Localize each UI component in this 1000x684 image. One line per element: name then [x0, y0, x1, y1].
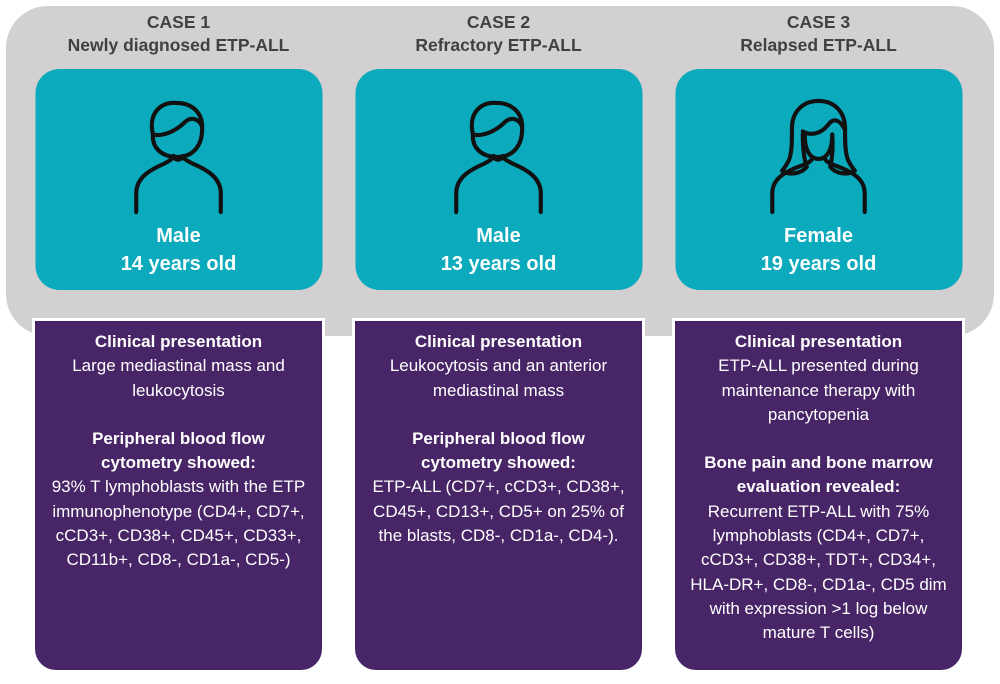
- clinical-presentation-section: Clinical presentation ETP-ALL presented …: [683, 330, 954, 427]
- patient-label: Male 14 years old: [121, 222, 237, 278]
- case-title: CASE 3: [786, 12, 851, 32]
- case-subtitle: Relapsed ETP-ALL: [740, 35, 897, 56]
- male-avatar-icon: [454, 100, 543, 215]
- clinical-detail-card: Clinical presentation Leukocytosis and a…: [352, 318, 645, 673]
- case-2-column: CASE 2 Refractory ETP-ALL Male 13 years …: [352, 0, 645, 684]
- patient-sex: Male: [476, 225, 521, 247]
- female-avatar-icon: [770, 98, 867, 215]
- patient-sex: Male: [156, 225, 201, 247]
- section-heading: Bone pain and bone marrow evaluation rev…: [704, 453, 933, 497]
- case-title: CASE 1: [146, 12, 211, 32]
- clinical-detail-card: Clinical presentation Large mediastinal …: [32, 318, 325, 673]
- patient-card: Female 19 years old: [675, 69, 962, 290]
- patient-label: Male 13 years old: [441, 222, 557, 278]
- clinical-detail-card: Clinical presentation ETP-ALL presented …: [672, 318, 965, 673]
- section-heading: Clinical presentation: [414, 332, 583, 351]
- section-heading: Clinical presentation: [734, 332, 903, 351]
- case-3-header: CASE 3 Relapsed ETP-ALL: [672, 11, 965, 58]
- cytometry-section: Peripheral blood flow cytometry showed: …: [43, 427, 314, 573]
- patient-label: Female 19 years old: [761, 222, 877, 278]
- patient-age: 19 years old: [760, 253, 877, 275]
- patient-age: 14 years old: [120, 253, 237, 275]
- case-3-column: CASE 3 Relapsed ETP-ALL Female 19 years …: [672, 0, 965, 684]
- case-2-header: CASE 2 Refractory ETP-ALL: [352, 11, 645, 58]
- section-body: ETP-ALL presented during maintenance the…: [718, 356, 919, 424]
- case-1-header: CASE 1 Newly diagnosed ETP-ALL: [32, 11, 325, 58]
- case-1-column: CASE 1 Newly diagnosed ETP-ALL Male 14 y…: [32, 0, 325, 684]
- section-heading: Peripheral blood flow cytometry showed:: [412, 428, 585, 473]
- section-body: Large mediastinal mass and leukocytosis: [72, 356, 285, 400]
- section-body: ETP-ALL (CD7+, cCD3+, CD38+, CD45+, CD13…: [372, 477, 625, 546]
- section-body: Leukocytosis and an anterior mediastinal…: [389, 356, 608, 400]
- case-subtitle: Newly diagnosed ETP-ALL: [67, 35, 290, 56]
- patient-age: 13 years old: [440, 253, 557, 275]
- section-heading: Peripheral blood flow cytometry showed:: [92, 428, 265, 473]
- patient-card: Male 14 years old: [35, 69, 322, 290]
- clinical-presentation-section: Clinical presentation Large mediastinal …: [43, 330, 314, 403]
- section-body: Recurrent ETP-ALL with 75% lymphoblasts …: [690, 501, 947, 643]
- male-avatar-icon: [134, 100, 223, 215]
- clinical-presentation-section: Clinical presentation Leukocytosis and a…: [363, 330, 634, 403]
- bone-marrow-section: Bone pain and bone marrow evaluation rev…: [683, 451, 954, 645]
- section-heading: Clinical presentation: [94, 332, 263, 351]
- patient-sex: Female: [784, 225, 853, 247]
- cytometry-section: Peripheral blood flow cytometry showed: …: [363, 427, 634, 548]
- case-subtitle: Refractory ETP-ALL: [415, 35, 582, 56]
- case-title: CASE 2: [466, 12, 531, 32]
- patient-card: Male 13 years old: [355, 69, 642, 290]
- section-body: 93% T lymphoblasts with the ETP immunoph…: [51, 477, 306, 570]
